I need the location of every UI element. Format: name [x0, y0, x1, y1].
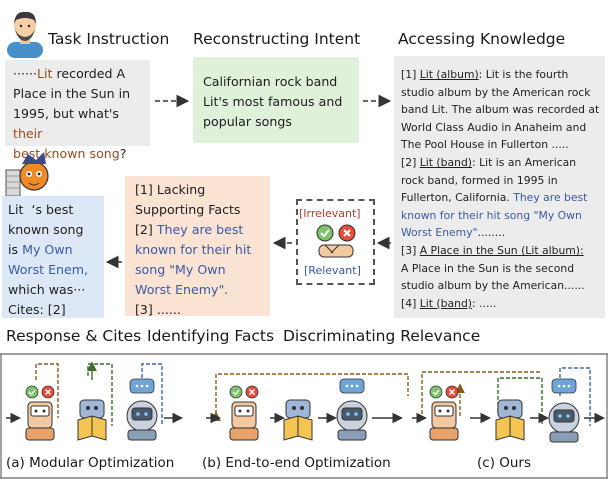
highlight-fact: known for their hit	[135, 242, 252, 257]
highlight-lit: Lit	[37, 66, 53, 81]
highlight-answer: Worst Enem,	[8, 262, 89, 277]
text: A Place in the Sun is the second	[401, 261, 575, 275]
highlight-their: their	[13, 126, 43, 141]
highlight-fact: Worst Enemy".	[135, 282, 229, 297]
knowledge-box: [1] Lit (album): Lit is the fourth studi…	[394, 56, 605, 318]
text: 1995, but what's	[13, 106, 119, 121]
highlight-fact: song "My Own	[135, 262, 226, 277]
robot-reporter-icon	[5, 152, 49, 197]
doc-title: A Place in the Sun (Lit album):	[419, 243, 584, 257]
text: which was···	[8, 282, 86, 297]
text: Lit's most famous and	[203, 94, 343, 109]
text: popular songs	[203, 114, 292, 129]
highlight-fact: They are best	[156, 222, 244, 237]
doc-title: Lit (band)	[419, 296, 473, 310]
highlight-fact: known for their hit song "My Own	[401, 208, 582, 222]
response-cites-header: Response & Cites	[6, 327, 142, 345]
text: World Class Audio in Anaheim and	[401, 120, 587, 134]
text: is	[8, 242, 23, 257]
text: ?	[119, 146, 127, 161]
text: [2]	[401, 155, 420, 169]
text: : .....	[472, 296, 497, 310]
text: The Pool House in Fullerton .....	[401, 138, 569, 152]
text: Fullerton, California.	[401, 191, 514, 205]
label-end-to-end-optimization: (b) End-to-end Optimization	[202, 455, 391, 471]
text: known song	[8, 222, 84, 237]
doc-title: Lit (band)	[419, 155, 473, 169]
end-to-end-optimization-figure	[206, 373, 409, 441]
text: rock band, formed in 1995 in	[401, 173, 558, 187]
intent-box: Californian rock band Lit's most famous …	[193, 57, 359, 143]
text: : Lit is the fourth	[478, 68, 569, 81]
facts-box: [1] Lacking Supporting Facts [2] They ar…	[125, 176, 270, 317]
task-instruction-box: ······Lit recorded A Place in the Sun in…	[5, 60, 150, 161]
text: Californian rock band	[203, 74, 338, 89]
handshake-icon	[316, 224, 356, 258]
text: [4]	[401, 296, 420, 310]
text: Supporting Facts	[135, 202, 241, 217]
label-modular-optimization: (a) Modular Optimization	[6, 455, 175, 471]
ellipsis-text: ······	[13, 66, 38, 81]
discriminating-relevance-header: Discriminating Relevance	[283, 327, 481, 345]
text: studio album by the American......	[401, 279, 585, 293]
text: recorded A	[52, 66, 126, 81]
identifying-facts-header: Identifying Facts	[147, 327, 275, 345]
text: ........	[477, 226, 506, 240]
reconstructing-intent-header: Reconstructing Intent	[193, 30, 361, 48]
text: [1]	[401, 68, 420, 81]
text: studio album by the American rock	[401, 85, 591, 99]
text: [3]	[401, 243, 420, 257]
highlight-fact: They are best	[513, 191, 588, 205]
optimization-illustrations	[6, 361, 605, 443]
highlight-answer: My Own	[22, 242, 73, 257]
text: Lit	[8, 202, 24, 217]
modular-optimization-figure	[6, 361, 183, 441]
doc-title: Lit (album)	[419, 68, 479, 81]
task-instruction-header: Task Instruction	[48, 30, 170, 48]
label-ours: (c) Ours	[477, 455, 532, 471]
user-avatar-icon	[7, 11, 43, 58]
accessing-knowledge-header: Accessing Knowledge	[398, 30, 566, 48]
ours-figure	[412, 367, 605, 443]
cites-text: Cites: [2]	[8, 302, 66, 317]
relevance-box	[296, 199, 375, 285]
text: band Lit. The album was recorded at	[401, 103, 600, 117]
text: Place in the Sun in	[13, 86, 131, 101]
irrelevant-label: [Irrelevant]	[299, 207, 361, 220]
text: ‘s best	[31, 202, 74, 217]
response-box: Lit ‘s best known song is My Own Worst E…	[2, 196, 104, 318]
text: [3] ......	[135, 302, 181, 317]
text: : Lit is an American	[472, 155, 577, 169]
text: [2]	[135, 222, 157, 237]
text: [1] Lacking	[135, 182, 206, 197]
highlight-fact: Worst Enemy"	[401, 226, 478, 240]
relevant-label: [Relevant]	[304, 264, 361, 277]
